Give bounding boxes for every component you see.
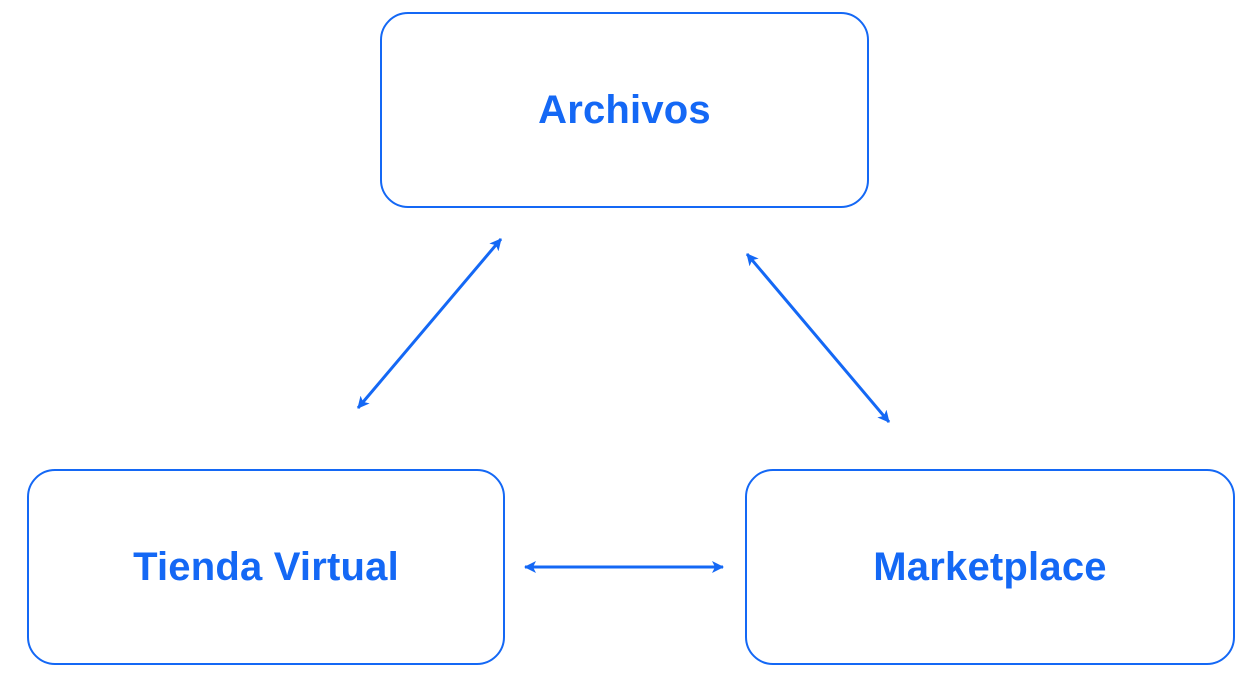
arrow-archivos-marketplace [745,253,891,423]
node-tienda-virtual: Tienda Virtual [27,469,505,665]
node-marketplace-label: Marketplace [873,544,1107,589]
node-archivos-label: Archivos [538,87,711,132]
node-archivos: Archivos [380,12,869,208]
node-tienda-virtual-label: Tienda Virtual [133,544,399,589]
arrow-archivos-tienda [356,238,503,409]
node-marketplace: Marketplace [745,469,1235,665]
